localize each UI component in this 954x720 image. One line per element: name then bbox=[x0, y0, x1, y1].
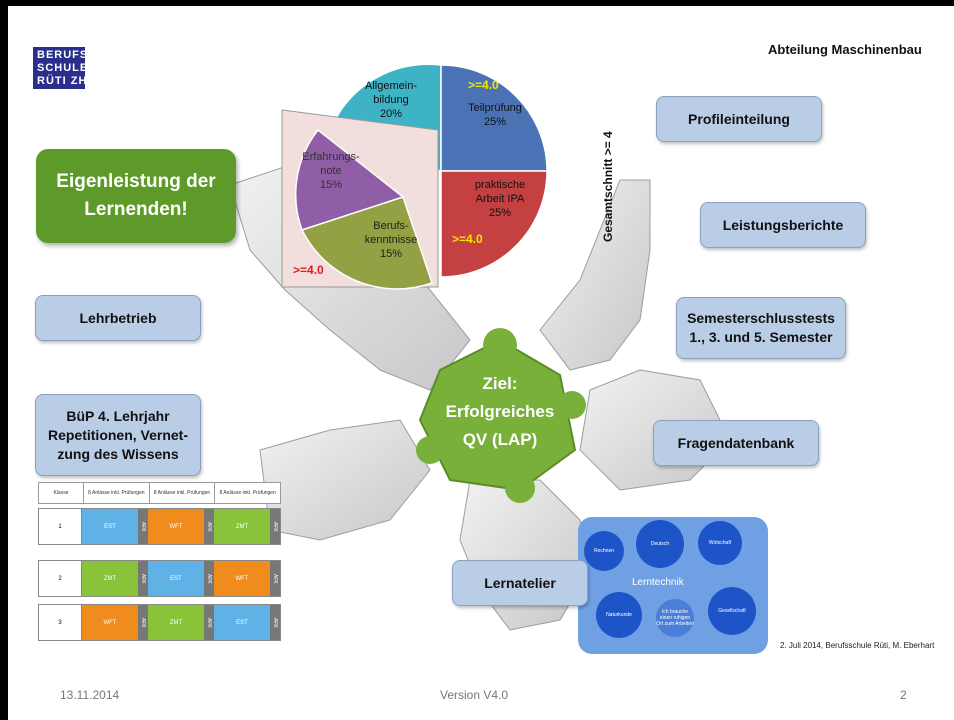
plan-cell: EST bbox=[214, 605, 270, 640]
plan-afk: AFK bbox=[270, 605, 280, 640]
plan-header-table: Klasse 8 Anlässe inkl. Prüfungen 8 Anläs… bbox=[38, 482, 281, 504]
plan-cell: ZMT bbox=[214, 509, 270, 544]
plan-header-col1: 8 Anlässe inkl. Prüfungen bbox=[83, 482, 150, 504]
plan-row-klasse: 1 bbox=[39, 509, 82, 544]
plan-cell: ZMT bbox=[82, 561, 138, 596]
training-company-box: Lehrbetrieb bbox=[35, 295, 201, 341]
bubble-rechnen: Rechnen bbox=[584, 531, 624, 571]
plan-cell: WFT bbox=[148, 509, 204, 544]
plan-cell: ZMT bbox=[148, 605, 204, 640]
threshold-teilpruefung: >=4.0 bbox=[468, 78, 499, 92]
pie-slice-teilpruefung bbox=[440, 64, 548, 172]
threshold-inset: >=4.0 bbox=[293, 263, 324, 277]
bubble-ruhiger-ort: Ich brauche einen ruhigen Ort zum Arbeit… bbox=[656, 599, 694, 637]
threshold-ipa: >=4.0 bbox=[452, 232, 483, 246]
lerntechnik-title: Lerntechnik bbox=[632, 577, 684, 588]
pie-slice-ipa bbox=[440, 170, 548, 278]
department-title: Abteilung Maschinenbau bbox=[768, 42, 922, 57]
profile-box: Profileinteilung bbox=[656, 96, 822, 142]
footer-page: 2 bbox=[900, 688, 907, 702]
plan-cell: WFT bbox=[214, 561, 270, 596]
overall-average: Gesamtschnitt >= 4 bbox=[601, 131, 615, 242]
credit-text: 2. Juli 2014, Berufsschule Rüti, M. Eber… bbox=[780, 641, 935, 650]
plan-cell: WFT bbox=[82, 605, 138, 640]
plan-afk: AFK bbox=[138, 509, 148, 544]
plan-header-klasse: Klasse bbox=[38, 482, 84, 504]
reports-box: Leistungsberichte bbox=[700, 202, 866, 248]
footer-date: 13.11.2014 bbox=[60, 688, 120, 702]
plan-row-klasse: 3 bbox=[39, 605, 82, 640]
plan-afk: AFK bbox=[270, 561, 280, 596]
bubble-gesellschaft: Gesellschaft bbox=[708, 587, 756, 635]
plan-afk: AFK bbox=[204, 561, 214, 596]
pie-slice-berufskenntnisse bbox=[300, 196, 433, 290]
plan-cell: EST bbox=[82, 509, 138, 544]
bubble-naturkunde: Naturkunde bbox=[596, 592, 642, 638]
footer-version: Version V4.0 bbox=[440, 688, 509, 702]
bubble-wirtschaft: Wirtschaft bbox=[698, 521, 742, 565]
plan-afk: AFK bbox=[138, 561, 148, 596]
bubble-deutsch: Deutsch bbox=[636, 520, 684, 568]
plan-afk: AFK bbox=[138, 605, 148, 640]
plan-header-col3: 8 Anlässe inkl. Prüfungen bbox=[214, 482, 281, 504]
plan-afk: AFK bbox=[204, 509, 214, 544]
plan-afk: AFK bbox=[204, 605, 214, 640]
plan-cell: EST bbox=[148, 561, 204, 596]
lerntechnik-image: Rechnen Deutsch Wirtschaft Lerntechnik N… bbox=[578, 517, 768, 654]
question-db-box: Fragendatenbank bbox=[653, 420, 819, 466]
plan-row-klasse: 2 bbox=[39, 561, 82, 596]
atelier-box: Lernatelier bbox=[452, 560, 588, 606]
plan-header-col2: 8 Anlässe inkl. Prüfungen bbox=[148, 482, 216, 504]
plan-afk: AFK bbox=[270, 509, 280, 544]
